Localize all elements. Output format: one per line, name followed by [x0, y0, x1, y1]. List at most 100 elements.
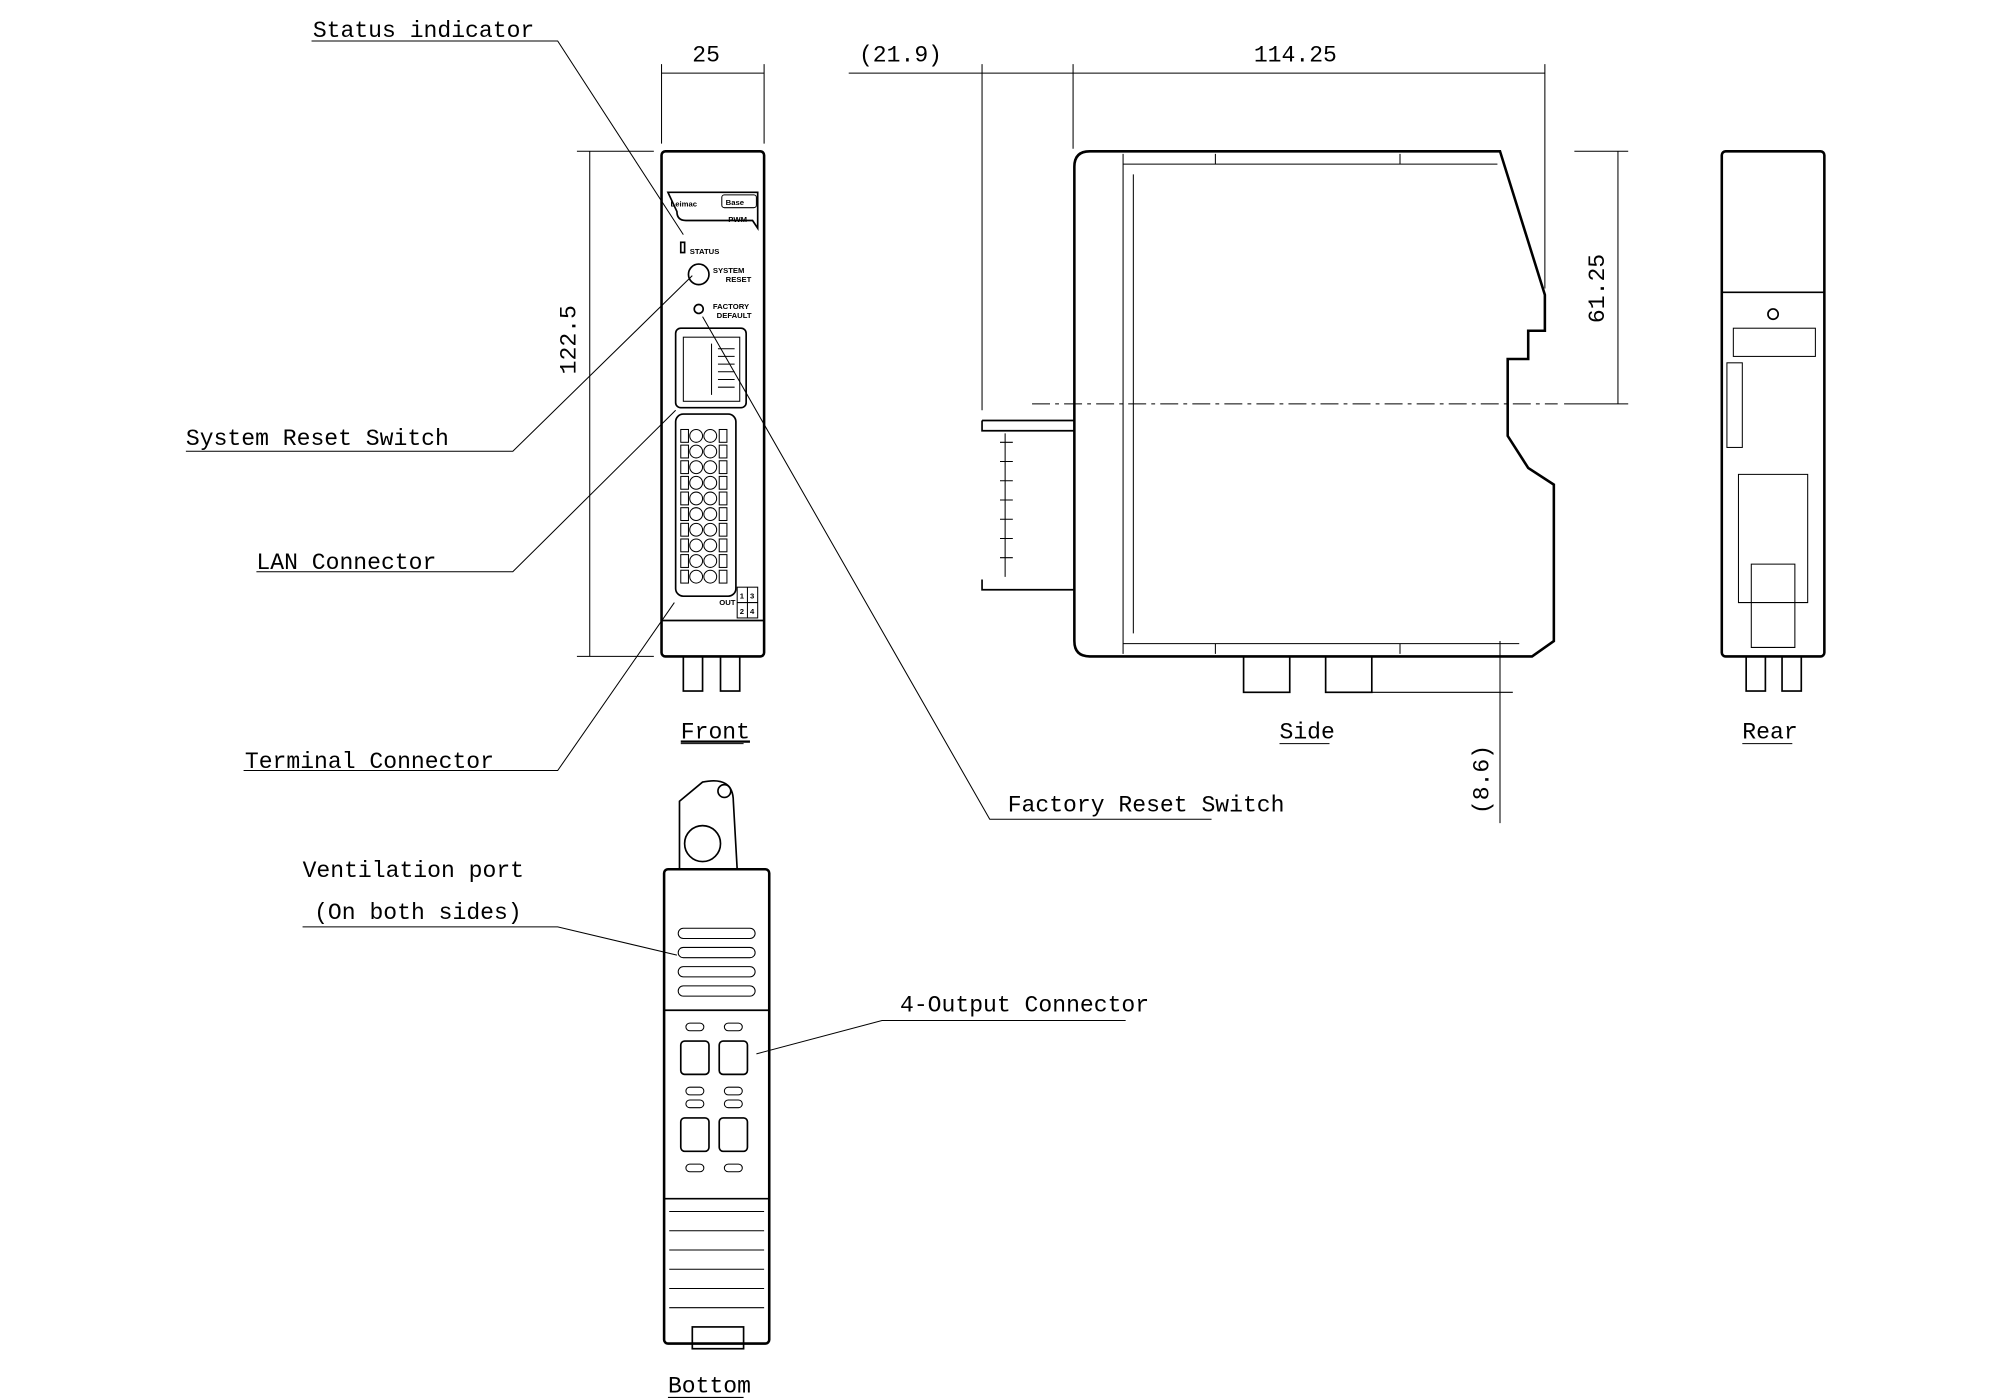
- terminal-hole: [689, 569, 704, 584]
- label-bottom: Bottom: [668, 1373, 751, 1399]
- vent-slot: [723, 1086, 743, 1096]
- callout-status-indicator: Status indicator: [313, 18, 534, 44]
- terminal-hole: [703, 460, 718, 475]
- dim-bottom-protrusion: (8.6): [1469, 745, 1495, 814]
- terminal-slot: [718, 538, 728, 553]
- terminal-hole: [703, 444, 718, 459]
- dim-body-depth: 114.25: [1254, 43, 1337, 69]
- dim-rail-center: 61.25: [1585, 254, 1611, 323]
- terminal-slot: [718, 428, 728, 443]
- vent-slot: [677, 985, 756, 997]
- callout-ventilation-note: (On both sides): [314, 900, 522, 926]
- terminal-hole: [703, 538, 718, 553]
- terminal-hole: [689, 475, 704, 490]
- rear-view: [1720, 150, 1826, 692]
- terminal-slot: [718, 507, 728, 522]
- terminal-hole: [689, 554, 704, 568]
- dim-height: 122.5: [557, 305, 583, 374]
- vent-slot: [677, 946, 756, 959]
- terminal-slot: [718, 522, 728, 537]
- terminal-slot: [680, 507, 689, 522]
- terminal-hole: [689, 460, 704, 475]
- callouts: Status indicator System Reset Switch LAN…: [186, 18, 1285, 1055]
- terminal-hole: [703, 569, 718, 584]
- label-rear: Rear: [1742, 719, 1797, 745]
- badge-pwm: PWM: [728, 215, 747, 224]
- terminal-slot: [680, 538, 689, 553]
- terminal-hole: [689, 507, 704, 522]
- terminal-hole: [689, 444, 704, 459]
- callout-4-output-connector: 4-Output Connector: [900, 993, 1149, 1019]
- factory-default-text: FACTORY: [713, 302, 749, 311]
- out-label: OUT: [719, 598, 736, 607]
- bottom-view: [662, 780, 771, 1350]
- terminal-slot: [680, 522, 689, 537]
- vent-slot: [677, 966, 756, 978]
- vent-slot: [723, 1163, 743, 1173]
- lan-port[interactable]: [674, 327, 747, 409]
- terminal-hole: [689, 491, 704, 506]
- terminal-hole: [703, 475, 718, 490]
- terminal-slot: [680, 569, 689, 584]
- out-num-2: 2: [740, 607, 744, 616]
- output-connector: [718, 1117, 749, 1153]
- terminal-hole: [703, 428, 718, 443]
- dim-connector-depth: (21.9): [859, 43, 942, 69]
- system-reset-text: SYSTEM: [713, 266, 745, 275]
- terminal-slot: [680, 554, 689, 568]
- dimensions: 25 (21.9) 114.25 122.5 61.25 (8.6): [557, 43, 1629, 824]
- terminal-slot: [718, 475, 728, 490]
- system-reset-button[interactable]: [687, 263, 710, 286]
- system-reset-text-2: RESET: [726, 275, 752, 284]
- out-num-1: 1: [740, 592, 745, 601]
- vent-slot: [723, 1022, 743, 1032]
- callout-ventilation-port: Ventilation port: [303, 858, 524, 884]
- callout-lan-connector: LAN Connector: [256, 550, 436, 576]
- callout-factory-reset-switch: Factory Reset Switch: [1008, 793, 1285, 819]
- terminal-hole: [703, 554, 718, 568]
- output-number-grid: 1 3 2 4 OUT: [719, 586, 759, 619]
- terminal-slot: [718, 554, 728, 568]
- terminal-slot: [718, 444, 728, 459]
- badge-base: Base: [726, 198, 745, 207]
- terminal-slot: [680, 460, 689, 475]
- view-labels: Front Side Rear Bottom: [667, 719, 1798, 1399]
- factory-reset-hole[interactable]: [693, 303, 705, 315]
- label-front: Front: [681, 719, 750, 745]
- callout-terminal-connector: Terminal Connector: [245, 749, 494, 775]
- terminal-hole: [689, 522, 704, 537]
- terminal-slot: [680, 428, 689, 443]
- dim-front-width: 25: [692, 43, 720, 69]
- terminal-hole: [703, 522, 718, 537]
- terminal-slot: [718, 491, 728, 506]
- terminal-slot: [680, 491, 689, 506]
- brand-logo: Leimac: [671, 199, 698, 208]
- terminal-slot: [718, 460, 728, 475]
- front-view: Leimac Base PWM STATUS SYSTEM RESET FACT…: [660, 150, 766, 692]
- status-led: [679, 241, 686, 254]
- vent-slot: [723, 1099, 743, 1109]
- vent-slot: [685, 1099, 705, 1109]
- terminal-slot: [680, 444, 689, 459]
- output-connector: [718, 1040, 749, 1076]
- terminal-slot: [718, 569, 728, 584]
- output-connector: [679, 1117, 710, 1153]
- label-side: Side: [1279, 719, 1334, 745]
- terminal-block[interactable]: [674, 413, 737, 597]
- vent-slot: [677, 927, 756, 939]
- status-text: STATUS: [690, 247, 720, 256]
- vent-slot: [685, 1163, 705, 1173]
- output-connector: [679, 1040, 710, 1076]
- out-num-4: 4: [750, 607, 755, 616]
- vent-slot: [685, 1086, 705, 1096]
- vent-slot: [685, 1022, 705, 1032]
- side-view: [981, 150, 1558, 694]
- factory-default-text-2: DEFAULT: [717, 311, 752, 320]
- terminal-hole: [703, 507, 718, 522]
- terminal-hole: [689, 428, 704, 443]
- terminal-hole: [703, 491, 718, 506]
- callout-system-reset-switch: System Reset Switch: [186, 426, 449, 452]
- out-num-3: 3: [750, 592, 754, 601]
- terminal-hole: [689, 538, 704, 553]
